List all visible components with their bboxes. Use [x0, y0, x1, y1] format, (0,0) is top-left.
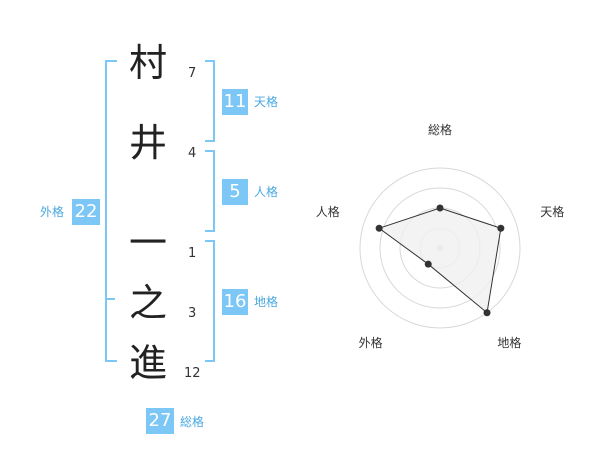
gaikaku-bracket-mid — [105, 298, 115, 300]
tenkaku-value: 11 — [222, 89, 248, 115]
jinkaku-bracket — [205, 150, 215, 232]
name-char-1-strokes: 7 — [188, 66, 197, 81]
radar-axis-label-2: 天格 — [540, 204, 565, 219]
tenkaku-label: 天格 — [254, 95, 279, 109]
radar-series — [378, 207, 502, 314]
name-char-4: 之 — [128, 281, 167, 325]
radar-point-4 — [424, 260, 432, 268]
radar-point-1 — [436, 204, 444, 212]
soukaku-label: 総格 — [180, 415, 205, 429]
radar-grid-ring — [359, 167, 521, 329]
name-char-5: 進 — [128, 341, 167, 385]
name-char-4-strokes: 3 — [188, 306, 197, 321]
chikaku-value: 16 — [222, 289, 248, 315]
jinkaku-label: 人格 — [254, 185, 279, 199]
radar-axis-label-1: 総格 — [428, 123, 453, 137]
name-char-5-strokes: 12 — [184, 366, 201, 381]
name-char-2: 井 — [128, 121, 167, 165]
tenkaku-bracket — [205, 60, 215, 142]
name-char-3-strokes: 1 — [188, 246, 197, 261]
jinkaku-value: 5 — [222, 179, 248, 205]
chikaku-label: 地格 — [254, 295, 279, 309]
radar-point-2 — [497, 224, 505, 232]
radar-axis-label-4: 外格 — [358, 336, 383, 351]
gaikaku-label: 外格 — [40, 205, 65, 219]
radar-axis-label-5: 人格 — [315, 204, 340, 219]
gaikaku-value: 22 — [72, 199, 100, 225]
chikaku-bracket — [205, 240, 215, 362]
soukaku-value: 27 — [146, 408, 174, 434]
name-char-1: 村 — [128, 41, 167, 85]
radar-point-3 — [483, 309, 491, 317]
radar-axis-label-3: 地格 — [497, 336, 522, 351]
radar-point-5 — [375, 224, 383, 232]
name-char-3: 一 — [128, 221, 167, 265]
gaikaku-bracket — [105, 60, 117, 362]
radar-grid-ring — [379, 187, 501, 309]
name-char-2-strokes: 4 — [188, 146, 197, 161]
